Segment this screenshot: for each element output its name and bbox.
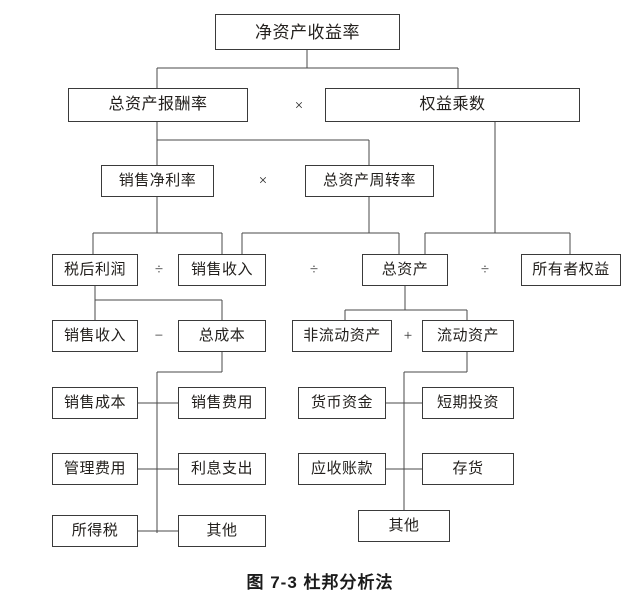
- node-monetary-funds[interactable]: 货币资金: [298, 387, 386, 419]
- node-asset-turnover[interactable]: 总资产周转率: [305, 165, 434, 197]
- node-equity-multiplier[interactable]: 权益乘数: [325, 88, 580, 122]
- operator-op-divide-2: ÷: [309, 261, 319, 278]
- node-non-current[interactable]: 非流动资产: [292, 320, 392, 352]
- operator-op-divide-1: ÷: [154, 261, 164, 278]
- node-inventory[interactable]: 存货: [422, 453, 514, 485]
- node-roa[interactable]: 总资产报酬率: [68, 88, 248, 122]
- node-other-cost[interactable]: 其他: [178, 515, 266, 547]
- node-sales-revenue-1[interactable]: 销售收入: [178, 254, 266, 286]
- node-cost-of-sales[interactable]: 销售成本: [52, 387, 138, 419]
- node-other-assets[interactable]: 其他: [358, 510, 450, 542]
- node-sales-revenue-2[interactable]: 销售收入: [52, 320, 138, 352]
- node-admin-expense[interactable]: 管理费用: [52, 453, 138, 485]
- node-short-term-inv[interactable]: 短期投资: [422, 387, 514, 419]
- node-total-cost[interactable]: 总成本: [178, 320, 266, 352]
- node-owners-equity[interactable]: 所有者权益: [521, 254, 621, 286]
- operator-op-multiply-1: ×: [294, 97, 304, 114]
- node-interest-expense[interactable]: 利息支出: [178, 453, 266, 485]
- node-selling-expense[interactable]: 销售费用: [178, 387, 266, 419]
- node-roe[interactable]: 净资产收益率: [215, 14, 400, 50]
- operator-op-minus: −: [154, 327, 164, 344]
- node-after-tax-profit[interactable]: 税后利润: [52, 254, 138, 286]
- node-total-assets[interactable]: 总资产: [362, 254, 448, 286]
- node-net-margin[interactable]: 销售净利率: [101, 165, 214, 197]
- operator-op-multiply-2: ×: [258, 172, 268, 189]
- figure-caption: 图 7-3 杜邦分析法: [246, 573, 394, 592]
- operator-op-plus: +: [403, 327, 413, 344]
- operator-op-divide-3: ÷: [480, 261, 490, 278]
- node-receivables[interactable]: 应收账款: [298, 453, 386, 485]
- node-current-assets[interactable]: 流动资产: [422, 320, 514, 352]
- node-income-tax[interactable]: 所得税: [52, 515, 138, 547]
